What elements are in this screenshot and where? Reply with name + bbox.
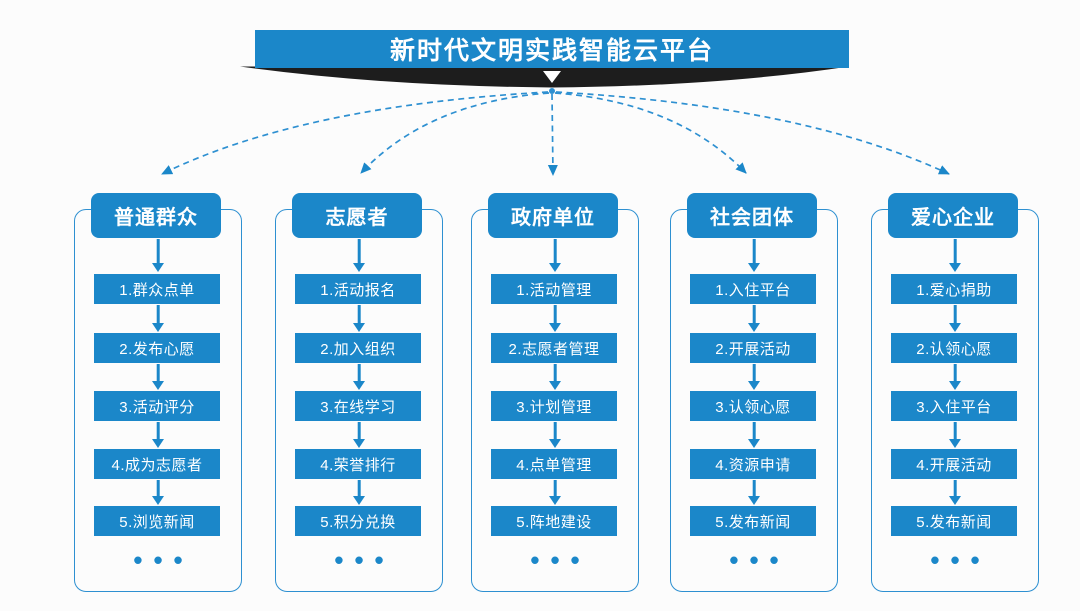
step-box-social-groups-4: 4.资源申请 xyxy=(690,449,816,479)
step-box-general-public-1: 1.群众点单 xyxy=(94,274,220,304)
flow-arrow xyxy=(151,480,165,505)
step-box-volunteers-3: 3.在线学习 xyxy=(295,391,421,421)
dashed-connector-col5 xyxy=(555,91,950,175)
flow-arrow xyxy=(548,422,562,448)
dashed-connector-col1 xyxy=(161,91,549,175)
column-header-caring-enterprises: 爱心企业 xyxy=(888,193,1018,238)
step-box-general-public-5: 5.浏览新闻 xyxy=(94,506,220,536)
step-box-volunteers-5: 5.积分兑换 xyxy=(295,506,421,536)
step-box-volunteers-2: 2.加入组织 xyxy=(295,333,421,363)
ellipsis-more-indicator: ••• xyxy=(334,545,395,575)
flow-arrow xyxy=(948,239,962,272)
step-box-caring-enterprises-2: 2.认领心愿 xyxy=(891,333,1017,363)
step-box-caring-enterprises-4: 4.开展活动 xyxy=(891,449,1017,479)
flow-arrow xyxy=(548,239,562,272)
step-box-government-units-3: 3.计划管理 xyxy=(491,391,617,421)
step-box-general-public-4: 4.成为志愿者 xyxy=(94,449,220,479)
step-box-social-groups-1: 1.入住平台 xyxy=(690,274,816,304)
column-caring-enterprises: 爱心企业 1.爱心捐助 2.认领心愿 3.入住平台 4.开展活动 5.发布新闻 ••• xyxy=(871,193,1039,592)
step-box-volunteers-4: 4.荣誉排行 xyxy=(295,449,421,479)
flow-arrow xyxy=(151,422,165,448)
ellipsis-more-indicator: ••• xyxy=(530,545,591,575)
step-box-caring-enterprises-5: 5.发布新闻 xyxy=(891,506,1017,536)
step-box-government-units-4: 4.点单管理 xyxy=(491,449,617,479)
ellipsis-more-indicator: ••• xyxy=(133,545,194,575)
connector-origin-dot xyxy=(549,88,555,94)
step-box-social-groups-3: 3.认领心愿 xyxy=(690,391,816,421)
platform-title: 新时代文明实践智能云平台 xyxy=(389,37,714,65)
step-box-government-units-2: 2.志愿者管理 xyxy=(491,333,617,363)
column-header-general-public: 普通群众 xyxy=(91,193,221,238)
platform-title-banner: 新时代文明实践智能云平台 xyxy=(255,30,849,68)
step-box-government-units-5: 5.阵地建设 xyxy=(491,506,617,536)
dashed-connector-col4 xyxy=(554,92,747,174)
flow-arrow xyxy=(352,305,366,332)
column-header-social-groups: 社会团体 xyxy=(687,193,817,238)
flow-arrow xyxy=(948,364,962,390)
dashed-connector-col3 xyxy=(547,93,558,176)
flow-arrow xyxy=(151,239,165,272)
flow-arrow xyxy=(352,422,366,448)
flow-arrow xyxy=(352,364,366,390)
flow-arrow xyxy=(352,480,366,505)
flow-arrow xyxy=(948,422,962,448)
flow-arrow xyxy=(747,364,761,390)
column-header-government-units: 政府单位 xyxy=(488,193,618,238)
flow-arrow xyxy=(548,305,562,332)
flow-arrow xyxy=(151,364,165,390)
flow-arrow xyxy=(747,480,761,505)
step-box-general-public-3: 3.活动评分 xyxy=(94,391,220,421)
flow-arrow xyxy=(747,422,761,448)
dashed-connector-col2 xyxy=(360,92,550,174)
flow-arrow xyxy=(151,305,165,332)
column-volunteers: 志愿者 1.活动报名 2.加入组织 3.在线学习 4.荣誉排行 5.积分兑换 ••• xyxy=(275,193,443,592)
step-box-caring-enterprises-1: 1.爱心捐助 xyxy=(891,274,1017,304)
column-general-public: 普通群众 1.群众点单 2.发布心愿 3.活动评分 4.成为志愿者 5.浏览新闻 ••• xyxy=(74,193,242,592)
column-social-groups: 社会团体 1.入住平台 2.开展活动 3.认领心愿 4.资源申请 5.发布新闻 ••• xyxy=(670,193,838,592)
ellipsis-more-indicator: ••• xyxy=(729,545,790,575)
step-box-caring-enterprises-3: 3.入住平台 xyxy=(891,391,1017,421)
flow-arrow xyxy=(548,364,562,390)
flow-arrow xyxy=(948,480,962,505)
step-box-volunteers-1: 1.活动报名 xyxy=(295,274,421,304)
ellipsis-more-indicator: ••• xyxy=(930,545,991,575)
flow-arrow xyxy=(352,239,366,272)
step-box-general-public-2: 2.发布心愿 xyxy=(94,333,220,363)
step-box-government-units-1: 1.活动管理 xyxy=(491,274,617,304)
banner-down-arrow-icon xyxy=(543,71,561,83)
step-box-social-groups-2: 2.开展活动 xyxy=(690,333,816,363)
flow-arrow xyxy=(948,305,962,332)
flow-arrow xyxy=(747,305,761,332)
flow-arrow xyxy=(747,239,761,272)
banner-shadow-ribbon xyxy=(240,66,849,88)
flow-arrow xyxy=(548,480,562,505)
step-box-social-groups-5: 5.发布新闻 xyxy=(690,506,816,536)
column-header-volunteers: 志愿者 xyxy=(292,193,422,238)
column-government-units: 政府单位 1.活动管理 2.志愿者管理 3.计划管理 4.点单管理 5.阵地建设 ••• xyxy=(471,193,639,592)
